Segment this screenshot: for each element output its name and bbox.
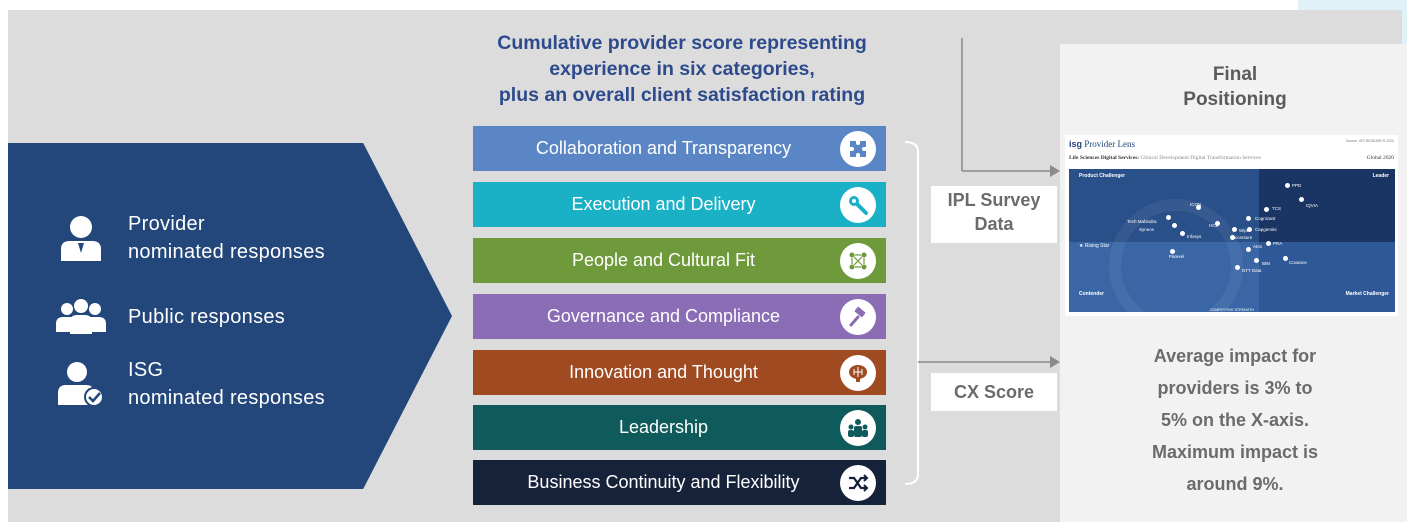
- provider-dot: [1215, 221, 1220, 226]
- leader-label: Leader: [1372, 173, 1389, 179]
- category-innovation: Innovation and Thought: [473, 350, 886, 395]
- provider-dot: [1246, 247, 1251, 252]
- cx-score-label: CX Score: [931, 373, 1057, 411]
- category-label: People and Cultural Fit: [571, 250, 756, 270]
- person-badge-icon: [56, 359, 106, 409]
- final-positioning-title: Final Positioning: [1183, 64, 1287, 110]
- provider-dot: [1180, 231, 1185, 236]
- provider-label: PRA: [1273, 241, 1283, 246]
- quadrant-source: Source: ISG RESEARCH 2020: [1345, 139, 1394, 143]
- provider-dot: [1172, 223, 1177, 228]
- product-challenger-label: Product Challenger: [1079, 173, 1126, 179]
- provider-label: Infosys: [1187, 234, 1202, 239]
- isg-responses-label: ISG nominated responses: [128, 359, 325, 409]
- provider-label: Cognizant: [1255, 216, 1276, 221]
- provider-lens-brand: isg Provider Lens: [1069, 139, 1135, 149]
- provider-label: Capgemini: [1255, 227, 1277, 232]
- category-label: Collaboration and Transparency: [535, 138, 792, 158]
- provider-responses-label: Provider nominated responses: [128, 213, 325, 263]
- provider-dot: [1299, 197, 1304, 202]
- group-icon: [56, 292, 106, 342]
- x-axis-label: COMPETITIVE STRENGTH: [1210, 308, 1254, 312]
- provider-label: HCL: [1209, 223, 1219, 228]
- provider-dot: [1232, 227, 1237, 232]
- person-icon: [56, 213, 106, 263]
- quadrant-subtitle: Life Sciences Digital Services: Clinical…: [1069, 155, 1261, 161]
- provider-label: IQVIA: [1306, 203, 1319, 208]
- category-people: People and Cultural Fit: [473, 238, 886, 283]
- provider-dot: [1246, 216, 1251, 221]
- team-network-icon: [840, 242, 876, 279]
- brand-name: Provider Lens: [1084, 139, 1136, 149]
- category-leadership: Leadership: [473, 405, 886, 450]
- ipl-survey-data-label: IPL Survey Data: [931, 186, 1057, 243]
- puzzle-icon: [840, 130, 876, 167]
- category-label: Business Continuity and Flexibility: [527, 472, 800, 492]
- provider-label: Atos: [1253, 244, 1263, 249]
- y-axis: PORTFOLIO ATTRACTIVENESS: [1065, 173, 1070, 313]
- category-label: Execution and Delivery: [571, 194, 756, 214]
- provider-label: Parexel: [1169, 254, 1185, 259]
- quadrant-subtitle-bold: Life Sciences Digital Services:: [1069, 155, 1140, 161]
- provider-label: Covance: [1289, 260, 1307, 265]
- people-group-icon: [840, 409, 876, 446]
- categories-title: Cumulative provider score representing e…: [497, 32, 867, 106]
- provider-dot: [1247, 227, 1252, 232]
- provider-label: Wipro: [1239, 228, 1251, 233]
- y-axis-label: PORTFOLIO ATTRACTIVENESS: [1066, 209, 1070, 261]
- market-challenger-cell: [1259, 242, 1395, 312]
- category-collaboration: Collaboration and Transparency: [473, 126, 886, 171]
- provider-label: Syneos: [1139, 227, 1155, 232]
- public-responses-label: Public responses: [128, 306, 286, 328]
- leader-cell: [1259, 169, 1395, 242]
- provider-label: NTT Data: [1242, 268, 1262, 273]
- average-impact-text: Average impact for providers is 3% to 5%…: [1151, 346, 1319, 494]
- provider-label: Accenture: [1232, 235, 1253, 240]
- provider-label: ICON: [1190, 202, 1202, 207]
- category-label: Governance and Compliance: [546, 306, 781, 326]
- provider-dot: [1196, 205, 1201, 210]
- provider-dot: [1285, 183, 1290, 188]
- wrench-icon: [840, 186, 876, 223]
- provider-label: Tech Mahindra: [1127, 219, 1157, 224]
- provider-dot: [1254, 258, 1259, 263]
- category-business-continuity: Business Continuity and Flexibility: [473, 460, 886, 505]
- provider-dot: [1264, 207, 1269, 212]
- market-challenger-label: Market Challenger: [1345, 291, 1389, 297]
- public-responses-item: Public responses: [56, 292, 285, 342]
- category-governance: Governance and Compliance: [473, 294, 886, 339]
- isg-logo: isg: [1069, 139, 1083, 149]
- provider-dot: [1166, 215, 1171, 220]
- brain-icon: [840, 354, 876, 391]
- rising-star-label: ★ Rising Star: [1079, 243, 1110, 249]
- provider-label: PPD: [1292, 183, 1302, 188]
- category-execution: Execution and Delivery: [473, 182, 886, 227]
- shuffle-icon: [840, 464, 876, 501]
- contender-label: Contender: [1079, 291, 1104, 297]
- provider-label: IBM: [1262, 261, 1271, 266]
- quadrant-area: Product Challenger Leader Contender Mark…: [1069, 169, 1395, 312]
- quadrant-chart: isg Provider Lens Source: ISG RESEARCH 2…: [1065, 135, 1398, 316]
- provider-dot: [1170, 249, 1175, 254]
- gavel-icon: [840, 298, 876, 335]
- provider-dot: [1230, 235, 1235, 240]
- isg-responses-item: ISG nominated responses: [56, 356, 325, 412]
- category-label: Leadership: [618, 417, 709, 437]
- provider-dot: [1235, 265, 1240, 270]
- category-label: Innovation and Thought: [569, 362, 758, 382]
- provider-responses-item: Provider nominated responses: [56, 210, 325, 266]
- provider-dot: [1283, 256, 1288, 261]
- provider-dot: [1266, 241, 1271, 246]
- quadrant-subtitle-rest: Clinical Development Digital Transformat…: [1140, 155, 1261, 161]
- provider-label: TCS: [1272, 206, 1281, 211]
- quadrant-region: Global 2020: [1366, 155, 1394, 161]
